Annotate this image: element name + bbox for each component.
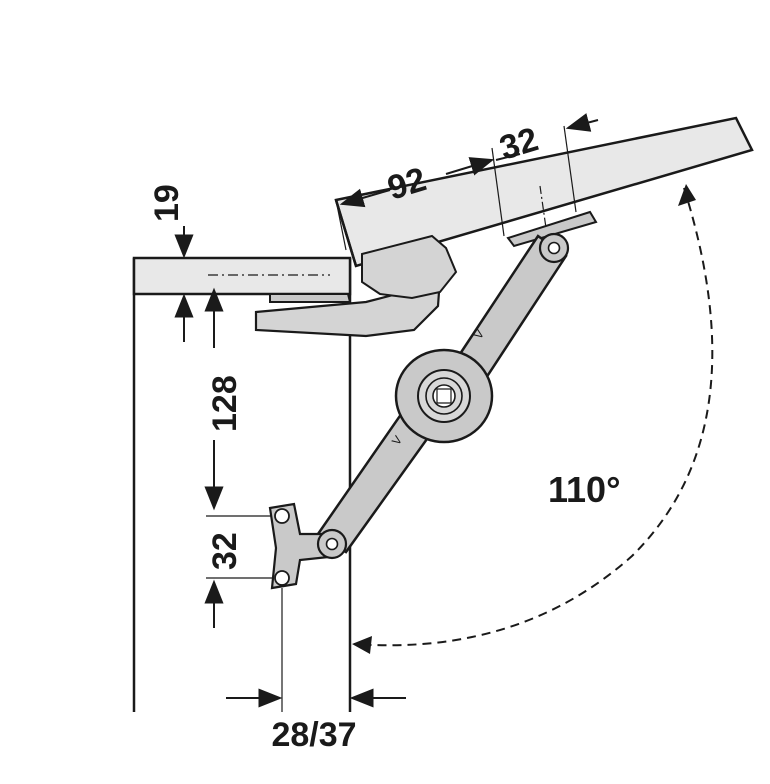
upper-bracket — [254, 276, 442, 338]
dimension-height: 128 — [204, 287, 244, 511]
dimension-thickness: 19 — [148, 184, 194, 342]
upper-pivot — [538, 232, 570, 264]
dimension-bracket-spacing: 32 — [204, 515, 272, 628]
offset-label: 28/37 — [271, 716, 356, 754]
lower-bracket — [268, 502, 348, 590]
dimension-offset: 28/37 — [226, 588, 406, 754]
height-label: 128 — [206, 375, 244, 432]
bracket-spacing-label: 32 — [206, 532, 244, 570]
cabinet-top-panel — [132, 256, 352, 296]
angle-label: 110° — [548, 469, 620, 510]
open-flap — [334, 116, 754, 268]
thickness-label: 19 — [148, 184, 186, 222]
opening-angle-arc: 110° — [352, 184, 714, 654]
flap-mounting-plate — [361, 185, 598, 300]
mechanism-housing — [394, 348, 494, 444]
